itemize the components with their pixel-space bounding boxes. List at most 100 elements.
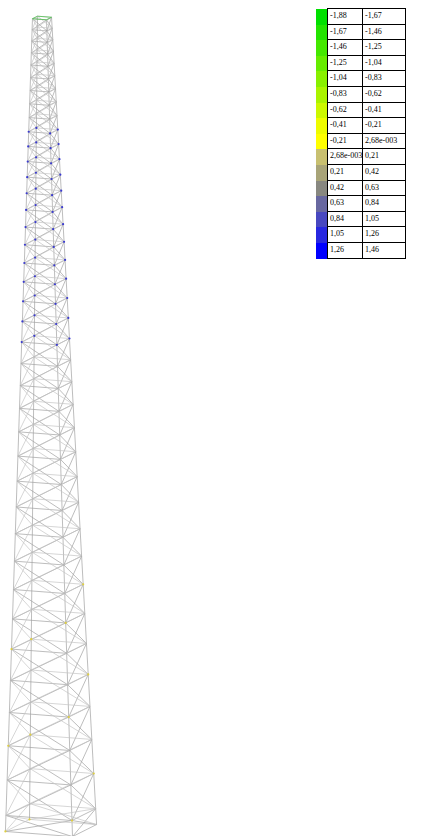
- lattice-member: [36, 128, 37, 142]
- lattice-member: [24, 245, 26, 263]
- lattice-member: [35, 222, 64, 242]
- lattice-member: [36, 205, 63, 207]
- lattice-member: [67, 613, 85, 653]
- lattice-member: [11, 609, 31, 649]
- lattice-member: [32, 30, 47, 31]
- lattice-member: [30, 774, 94, 804]
- lattice-node: [26, 176, 28, 178]
- lattice-member: [68, 685, 69, 717]
- lattice-node: [25, 209, 27, 211]
- lattice-member: [12, 619, 66, 653]
- lattice-member: [30, 735, 91, 740]
- lattice-member: [54, 63, 56, 75]
- lattice-member: [60, 459, 62, 484]
- lattice-member: [37, 27, 52, 28]
- lattice-member: [31, 53, 47, 54]
- legend-value: 0,42: [327, 180, 363, 197]
- lattice-member: [72, 382, 73, 405]
- lattice-member: [32, 552, 83, 584]
- lattice-member: [71, 360, 72, 382]
- table-cell: 0,63: [362, 180, 406, 197]
- lattice-member: [30, 104, 37, 114]
- legend-row: 1,261,46: [316, 243, 406, 259]
- lattice-member: [71, 785, 72, 821]
- lattice-member: [22, 321, 56, 324]
- lattice-member: [9, 670, 31, 712]
- lattice-member: [36, 128, 57, 130]
- lattice-member: [65, 260, 66, 279]
- lattice-member: [85, 613, 87, 643]
- lattice-member: [36, 100, 37, 114]
- legend-value: -1,88: [327, 8, 363, 25]
- lattice-member: [56, 324, 58, 345]
- lattice-member: [30, 90, 49, 105]
- lattice-member: [32, 41, 48, 42]
- lattice-member: [31, 62, 38, 78]
- lattice-node: [26, 192, 28, 194]
- table-cell: 0,21: [362, 148, 406, 165]
- lattice-member: [5, 804, 29, 832]
- lattice-member: [35, 295, 67, 297]
- lattice-node: [34, 238, 36, 240]
- lattice-node: [53, 246, 55, 248]
- table-cell: -1,25: [362, 39, 406, 56]
- lattice-member: [30, 804, 97, 825]
- lattice-member: [26, 210, 53, 212]
- lattice-member: [90, 706, 92, 739]
- lattice-member: [26, 205, 36, 227]
- lattice-member: [31, 78, 49, 79]
- lattice-member: [18, 456, 61, 459]
- lattice-node: [68, 337, 70, 339]
- lattice-member: [18, 456, 33, 473]
- lattice-member: [14, 561, 63, 565]
- lattice-member: [30, 90, 49, 91]
- lattice-node: [22, 300, 24, 302]
- lattice-member: [35, 205, 36, 222]
- legend-value: -1,04: [327, 70, 363, 87]
- lattice-member: [55, 304, 57, 324]
- lattice-member: [26, 210, 35, 222]
- lattice-member: [73, 825, 97, 836]
- lattice-member: [29, 118, 50, 134]
- lattice-member: [33, 424, 75, 451]
- lattice-member: [63, 224, 65, 242]
- lattice-member: [14, 552, 32, 561]
- lattice-member: [14, 561, 31, 580]
- lattice-member: [18, 408, 20, 432]
- lattice-node: [35, 188, 37, 190]
- lattice-member: [8, 746, 71, 785]
- lattice-node: [55, 323, 57, 325]
- lattice-member: [17, 481, 33, 499]
- lattice-member: [13, 590, 64, 594]
- lattice-node: [65, 622, 67, 624]
- lattice-member: [35, 222, 63, 224]
- lattice-member: [27, 173, 36, 193]
- lattice-member: [47, 66, 48, 79]
- lattice-member: [74, 428, 75, 452]
- lattice-member: [22, 295, 34, 321]
- lattice-member: [6, 815, 73, 836]
- legend-row: -0,62-0,41: [316, 103, 406, 119]
- lattice-member: [34, 401, 73, 404]
- lattice-member: [10, 670, 31, 680]
- lattice-member: [22, 301, 24, 321]
- lattice-member: [30, 104, 50, 119]
- lattice-member: [29, 132, 51, 148]
- lattice-member: [28, 146, 50, 148]
- lattice-member: [10, 680, 30, 702]
- lattice-member: [67, 298, 68, 318]
- lattice-member: [36, 128, 58, 144]
- lattice-node: [68, 716, 70, 718]
- lattice-member: [33, 452, 76, 473]
- lattice-member: [34, 379, 72, 382]
- lattice-node: [53, 264, 55, 266]
- lattice-nodes: [4, 127, 95, 833]
- lattice-member: [30, 804, 96, 809]
- lattice-member: [22, 342, 57, 345]
- lattice-member: [31, 50, 37, 65]
- lattice-member: [31, 702, 90, 707]
- lattice-member: [72, 774, 94, 821]
- lattice-member: [7, 780, 72, 820]
- lattice-member: [73, 809, 96, 836]
- lattice-member: [24, 240, 35, 263]
